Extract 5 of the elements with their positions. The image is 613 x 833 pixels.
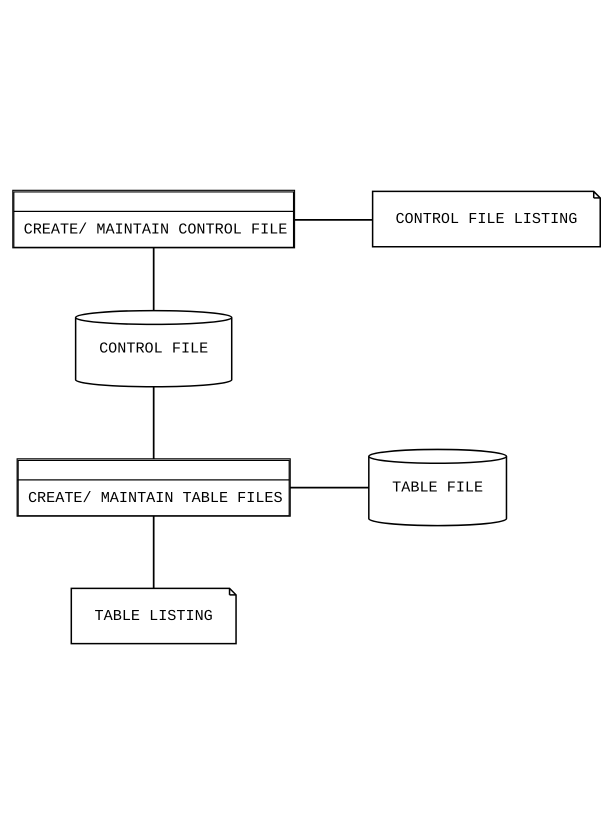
connector <box>294 218 372 220</box>
connector <box>152 386 155 458</box>
connector <box>152 516 155 588</box>
connector <box>290 486 368 488</box>
connector <box>152 247 155 310</box>
